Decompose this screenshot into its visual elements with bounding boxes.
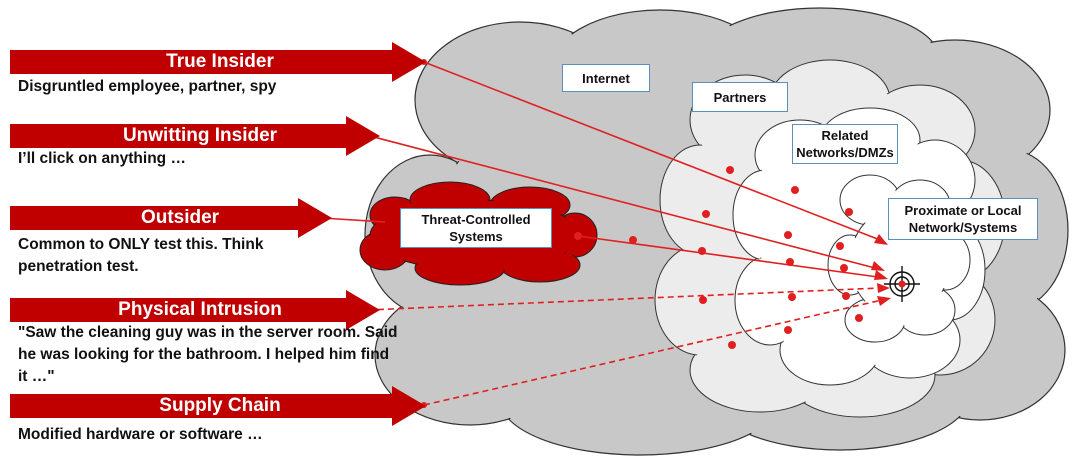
- zone-label-internet: Internet: [562, 64, 650, 92]
- threat-label: Physical Intrusion: [118, 299, 282, 320]
- path-unwitting-insider: [369, 135, 876, 269]
- zone-label-partners: Partners: [692, 82, 788, 112]
- threat-description: I’ll click on anything …: [18, 150, 186, 167]
- path-true-insider: [423, 61, 881, 241]
- path-outsider-a: [321, 217, 386, 223]
- threat-label: Unwitting Insider: [122, 125, 278, 146]
- arrow-shape: [10, 42, 426, 82]
- threat-arrow-physical-intrusion: Physical Intrusion: [10, 290, 426, 330]
- threat-arrow-supply-chain: Supply Chain: [10, 386, 426, 426]
- threat-description: Common to ONLY test this. Think penetrat…: [18, 236, 264, 275]
- path-physical-intrusion: [367, 287, 881, 311]
- threat-label: True Insider: [166, 51, 274, 72]
- path-outsider-b: [577, 235, 879, 278]
- zone-label-threat-controlled: Threat-Controlled Systems: [400, 208, 552, 248]
- threat-arrow-true-insider: True Insider: [10, 42, 426, 82]
- threat-arrow-unwitting-insider: Unwitting Insider: [10, 116, 426, 156]
- attack-paths: [321, 61, 883, 406]
- threat-description: Disgruntled employee, partner, spy: [18, 78, 277, 95]
- arrow-shape: [10, 290, 380, 330]
- threat-arrow-outsider: Outsider: [10, 198, 426, 238]
- zone-label-related-networks: Related Networks/DMZs: [792, 124, 898, 164]
- threat-description: "Saw the cleaning guy was in the server …: [18, 324, 398, 385]
- arrow-shape: [10, 116, 380, 156]
- arrow-shape: [10, 198, 332, 238]
- arrow-shape: [10, 386, 426, 426]
- path-supply-chain: [423, 299, 883, 406]
- zone-label-proximate: Proximate or Local Network/Systems: [888, 198, 1038, 240]
- threat-label: Supply Chain: [159, 395, 281, 416]
- threat-description: Modified hardware or software …: [18, 426, 263, 443]
- attack-arrowheads: [871, 234, 891, 306]
- threat-label: Outsider: [140, 207, 220, 228]
